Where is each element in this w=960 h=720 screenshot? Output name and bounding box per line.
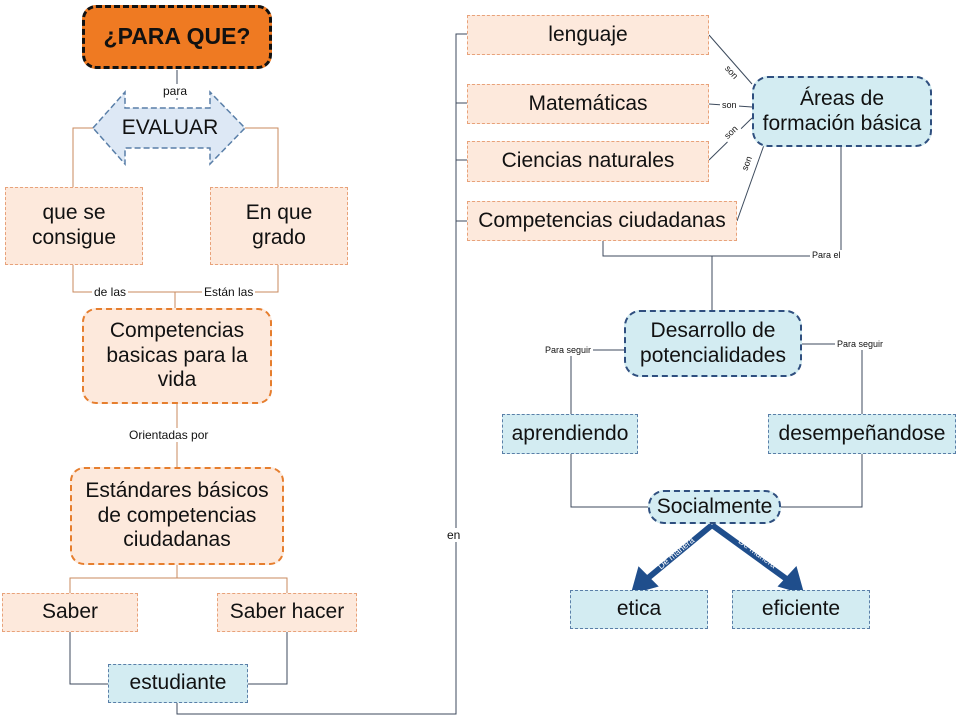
- connector-aprendiendo-socialmente: [570, 454, 648, 508]
- connector-que-se-competencias: [72, 265, 175, 293]
- connector-estandares-saber: [69, 565, 178, 593]
- connector-para-el: [602, 147, 842, 257]
- link-label-para-el: Para el: [810, 250, 843, 261]
- connector-para-seguir-left: [570, 349, 624, 414]
- node-evaluar[interactable]: EVALUAR: [121, 116, 219, 139]
- connector-son-competencias: [736, 144, 765, 222]
- node-aprendiendo[interactable]: aprendiendo: [502, 414, 638, 454]
- node-matematicas[interactable]: Matemáticas: [467, 84, 709, 124]
- arrow-head-etica: [630, 566, 659, 595]
- evaluar-double-arrow: [91, 90, 247, 166]
- node-areas-formacion[interactable]: Áreas de formación básica: [752, 76, 932, 147]
- node-saber[interactable]: Saber: [2, 593, 138, 632]
- node-competencias-basicas[interactable]: Competencias basicas para la vida: [82, 308, 272, 404]
- connector-para-seguir-right: [802, 343, 863, 414]
- connector-estudiante-en: [176, 33, 467, 715]
- connector-saber-estudiante: [69, 632, 110, 685]
- connector-son-lenguaje: [708, 34, 753, 85]
- connector-desempenandose-socialmente: [781, 454, 863, 508]
- link-label-en: en: [445, 528, 463, 542]
- node-desarrollo[interactable]: Desarrollo de potencialidades: [624, 310, 802, 377]
- link-label-estan-las: Están las: [202, 285, 256, 299]
- node-saber-hacer[interactable]: Saber hacer: [217, 593, 357, 632]
- connector-evaluar-en-que: [245, 127, 279, 187]
- node-lenguaje[interactable]: lenguaje: [467, 15, 709, 55]
- link-label-orientadas-por: Orientadas por: [127, 428, 211, 442]
- arrow-socialmente-eficiente: [710, 522, 794, 586]
- link-label-para-seguir-right: Para seguir: [835, 339, 886, 350]
- connector-estandares-saber-hacer: [177, 577, 288, 593]
- link-label-para: para: [161, 84, 190, 98]
- node-eficiente[interactable]: eficiente: [732, 590, 870, 629]
- arrow-socialmente-etica: [640, 522, 714, 586]
- node-estudiante[interactable]: estudiante: [108, 664, 248, 703]
- node-competencias-ciudadanas[interactable]: Competencias ciudadanas: [467, 201, 737, 241]
- arrow-head-eficiente: [777, 566, 805, 595]
- node-socialmente[interactable]: Socialmente: [648, 490, 781, 524]
- node-para-que[interactable]: ¿PARA QUE?: [82, 5, 272, 69]
- node-etica[interactable]: etica: [570, 590, 708, 629]
- node-estandares[interactable]: Estándares básicos de competencias ciuda…: [70, 467, 284, 565]
- connector-saber-hacer-estudiante: [248, 632, 288, 685]
- link-label-para-seguir-left: Para seguir: [543, 345, 594, 356]
- link-label-son-2: son: [720, 100, 739, 111]
- node-que-se-consigue[interactable]: que se consigue: [5, 187, 143, 265]
- link-label-de-las: de las: [92, 285, 129, 299]
- node-en-que-grado[interactable]: En que grado: [210, 187, 348, 265]
- connector-evaluar-que-se: [72, 127, 95, 187]
- node-desempenandose[interactable]: desempeñandose: [768, 414, 956, 454]
- node-ciencias-naturales[interactable]: Ciencias naturales: [467, 141, 709, 182]
